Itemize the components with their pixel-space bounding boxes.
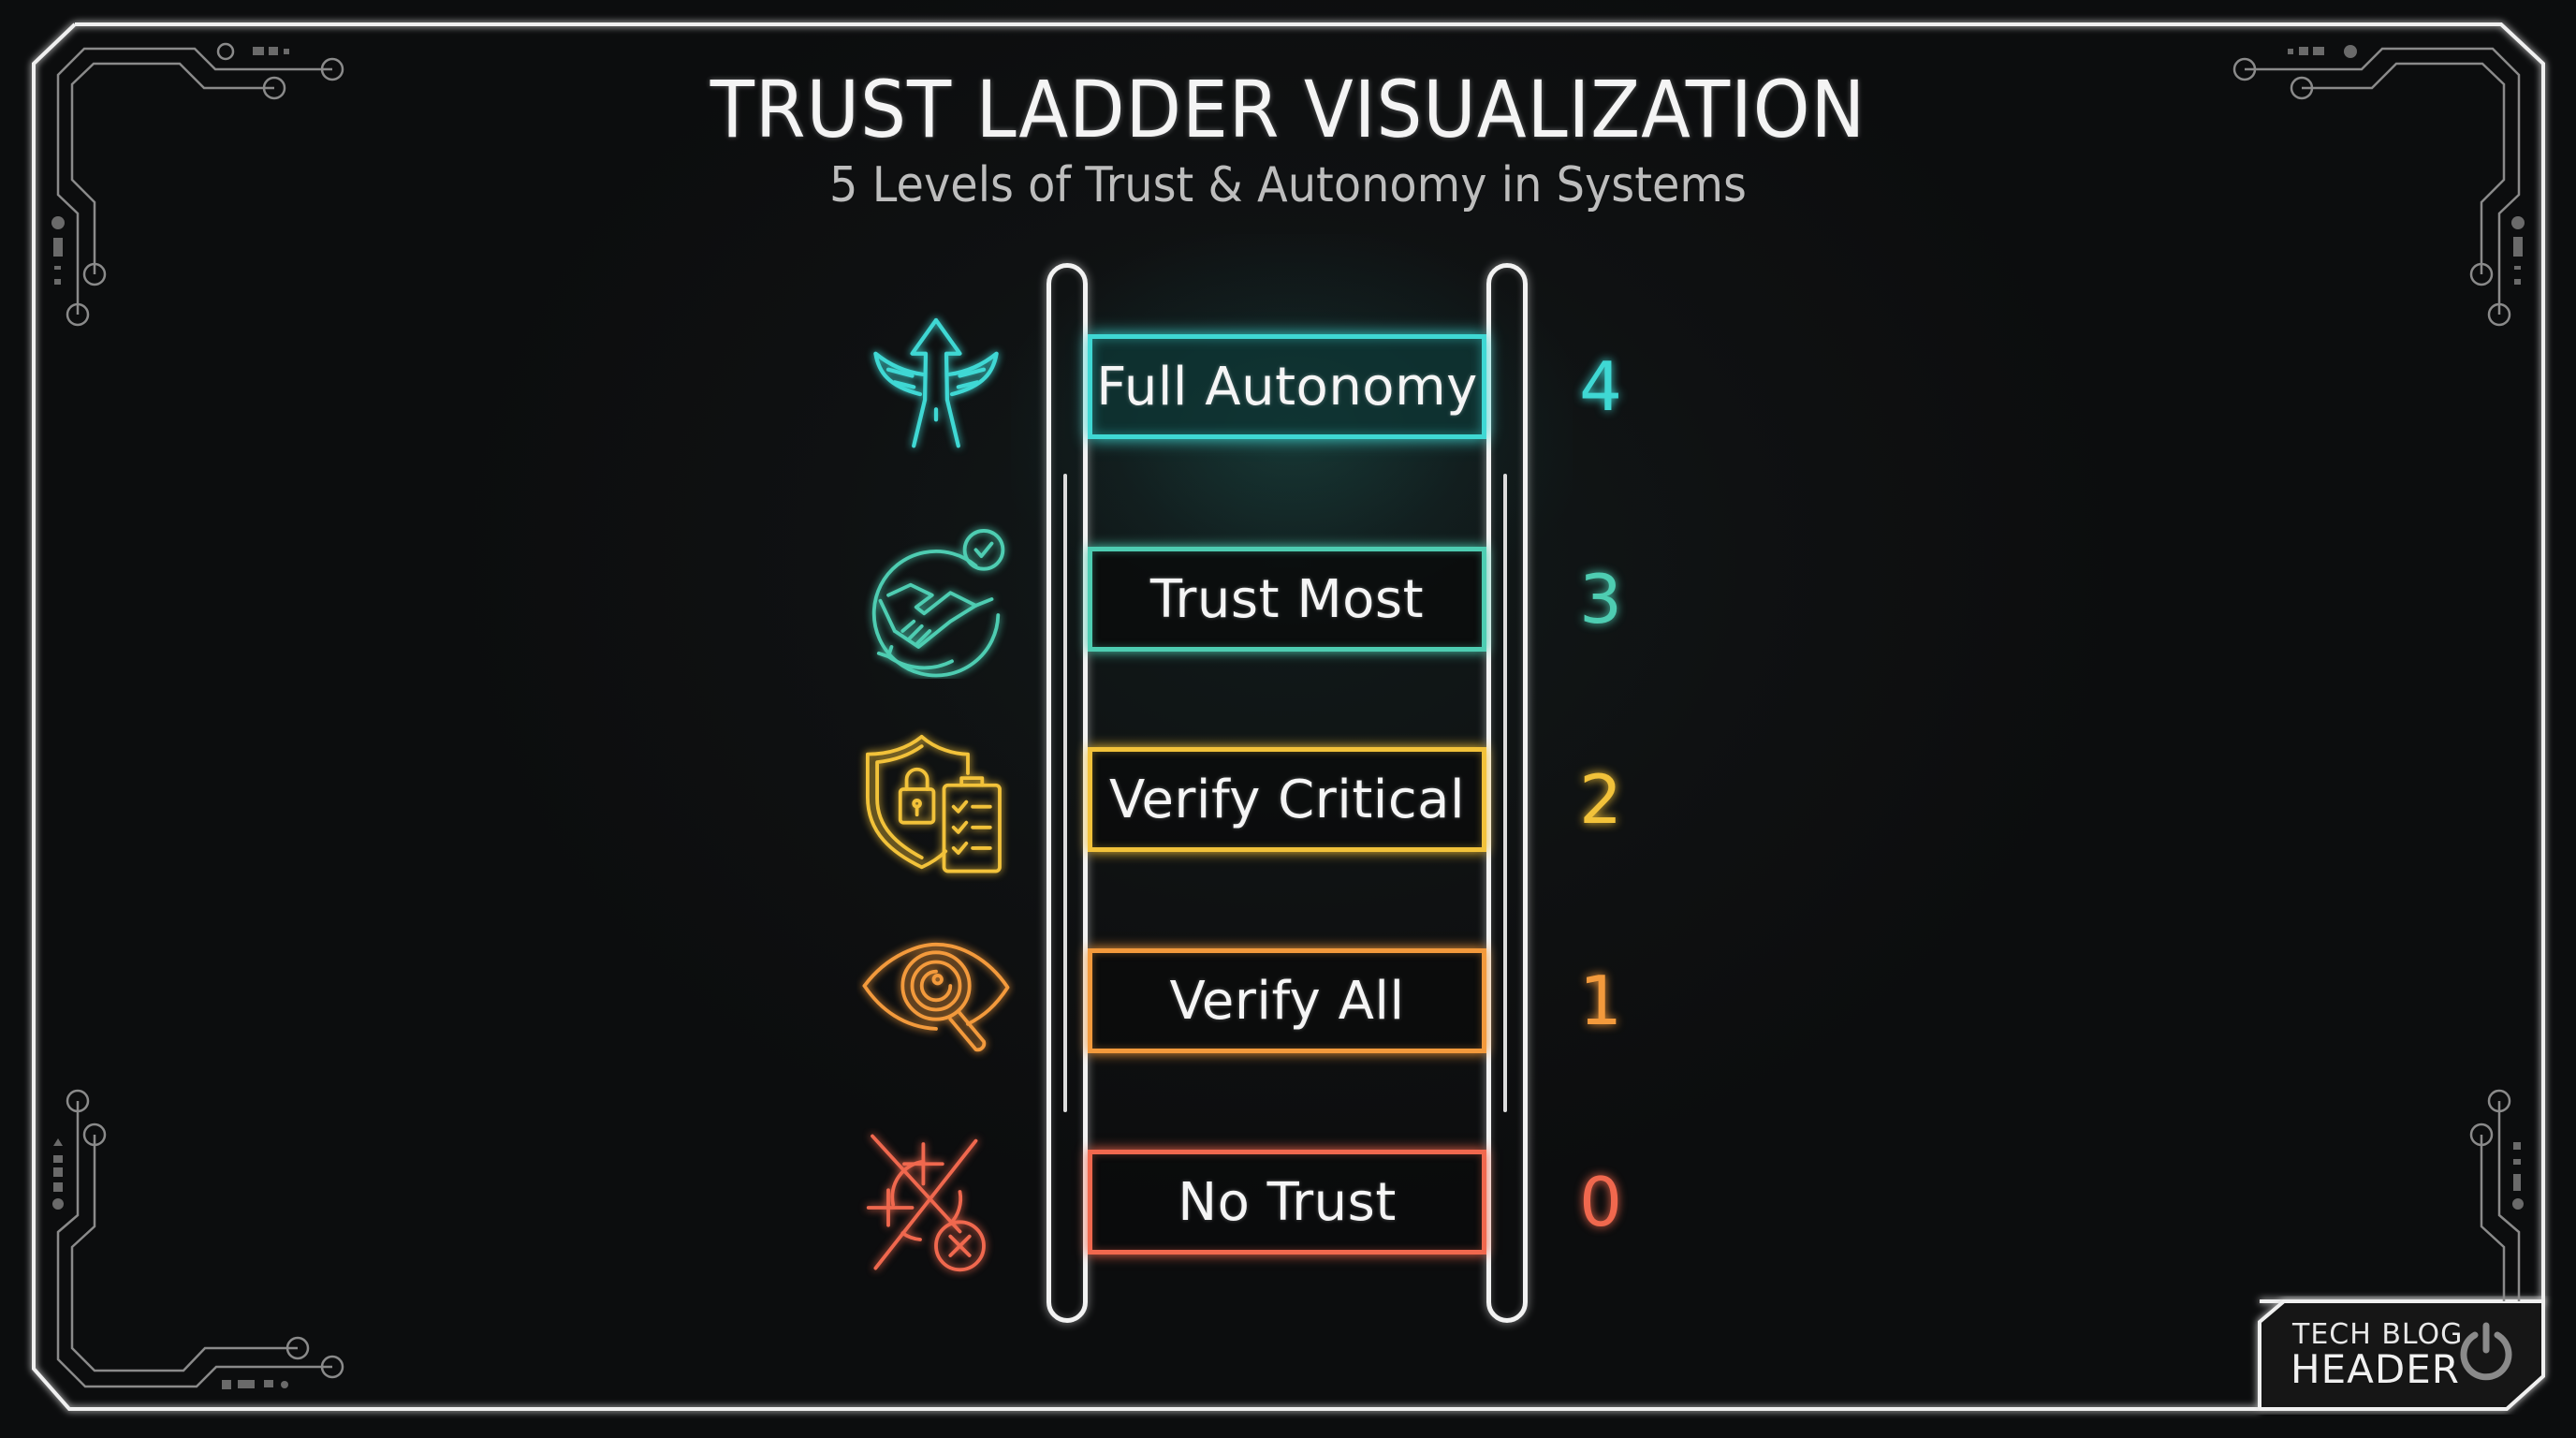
level-number: 4 [1579,347,1622,426]
rung-verify-all: Verify All [1088,948,1486,1053]
ladder-rail-right [1486,263,1528,1323]
rung-full-autonomy: Full Autonomy [1088,334,1486,439]
ladder-rail-left [1046,263,1088,1323]
level-number: 2 [1579,760,1622,839]
winged-arrow-icon [873,317,999,448]
tech-blog-header-badge: TECH BLOG HEADER [2260,1301,2543,1409]
rung-no-trust: No Trust [1088,1150,1486,1255]
badge-line-1: TECH BLOG [2292,1318,2464,1351]
eye-magnifier-icon [862,942,1010,1052]
shield-lock-checklist-icon [865,734,1002,873]
rail-inner-line [1503,474,1507,1112]
level-number: 1 [1579,961,1622,1040]
rung-label: Full Autonomy [1096,356,1478,418]
power-icon[interactable] [2456,1322,2516,1382]
handshake-check-icon [871,528,1005,678]
rung-label: Verify Critical [1108,769,1466,830]
level-number: 3 [1579,560,1622,638]
page-title: TRUST LADDER VISUALIZATION [710,64,1866,155]
crossed-target-icon [866,1134,986,1272]
rung-verify-critical: Verify Critical [1088,747,1486,852]
badge-line-2: HEADER [2291,1346,2460,1392]
page-subtitle: 5 Levels of Trust & Autonomy in Systems [829,157,1747,213]
rail-inner-line [1063,474,1067,1112]
level-number: 0 [1579,1163,1622,1241]
rung-trust-most: Trust Most [1088,547,1486,652]
rung-label: No Trust [1178,1171,1397,1233]
rung-label: Trust Most [1149,568,1425,630]
rung-label: Verify All [1169,970,1405,1032]
